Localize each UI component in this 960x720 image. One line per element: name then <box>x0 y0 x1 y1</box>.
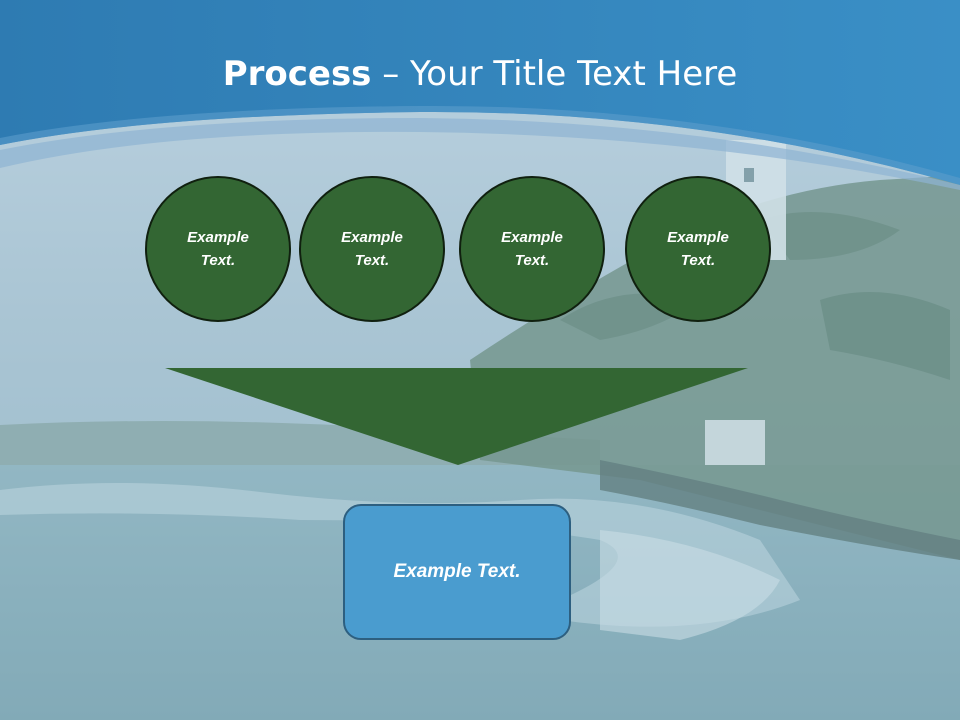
process-step-label: Example Text. <box>501 229 563 269</box>
process-step-2[interactable]: Example Text. <box>299 176 445 322</box>
slide-title: Process – Your Title Text Here <box>0 52 960 96</box>
title-bold: Process <box>222 54 372 94</box>
process-step-1[interactable]: Example Text. <box>145 176 291 322</box>
funnel-arrow <box>165 368 748 465</box>
process-result-label: Example Text. <box>393 561 521 582</box>
process-step-label: Example Text. <box>667 229 729 269</box>
process-step-4[interactable]: Example Text. <box>625 176 771 322</box>
process-step-label: Example Text. <box>187 229 249 269</box>
process-step-3[interactable]: Example Text. <box>459 176 605 322</box>
title-rest: – Your Title Text Here <box>371 54 738 94</box>
process-result-box[interactable]: Example Text. <box>343 504 571 640</box>
process-step-label: Example Text. <box>341 229 403 269</box>
